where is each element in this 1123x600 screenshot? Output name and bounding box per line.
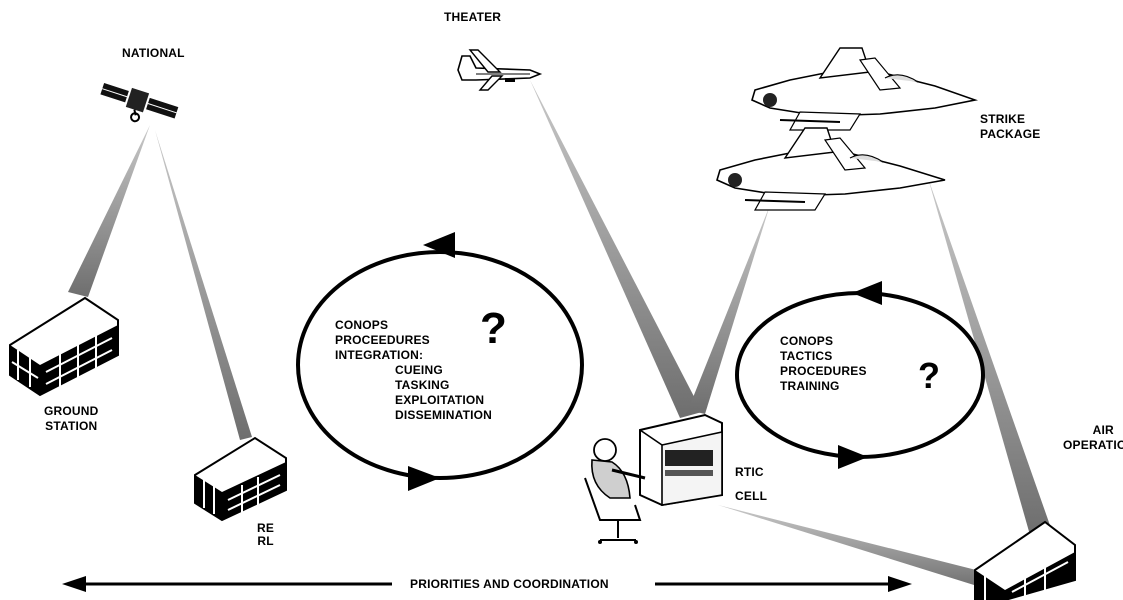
label-air-operations: AIR OPERATIONS xyxy=(1063,423,1123,453)
beams xyxy=(68,80,1052,590)
label-priorities: PRIORITIES AND COORDINATION xyxy=(410,577,609,591)
air-operations-building-icon xyxy=(974,520,1076,600)
left-cycle-sub-cueing: CUEING xyxy=(395,363,443,377)
label-national: NATIONAL xyxy=(122,46,185,60)
label-rtic-line-2: CELL xyxy=(735,489,768,503)
left-cycle-item-conops: CONOPS xyxy=(335,318,389,332)
label-ground-station: GROUND STATION xyxy=(44,404,99,434)
label-ground-line-2: STATION xyxy=(45,419,98,433)
left-cycle-sub-tasking: TASKING xyxy=(395,378,450,392)
priorities-arrow-right-head xyxy=(888,576,912,592)
right-cycle-item-procedures: PROCEDURES xyxy=(780,364,867,378)
left-cycle-sub-exploitation: EXPLOITATION xyxy=(395,393,485,407)
label-strike-line-1: STRIKE xyxy=(980,112,1026,126)
label-rtic-cell: RTIC CELL xyxy=(735,460,767,508)
beam-satellite-to-rerl xyxy=(155,130,252,440)
left-cycle-sub-dissemination: DISSEMINATION xyxy=(395,408,493,422)
label-air-line-1: AIR xyxy=(1092,423,1114,437)
rtic-workstation-icon xyxy=(584,413,723,544)
beam-theater-to-rtic xyxy=(530,80,702,418)
strike-fighter-lower-icon xyxy=(716,127,946,211)
label-strike-line-2: PACKAGE xyxy=(980,127,1041,141)
priorities-arrow xyxy=(62,576,912,592)
left-cycle-arrow-bottom xyxy=(408,466,440,491)
right-cycle-item-tactics: TACTICS xyxy=(780,349,833,363)
left-cycle-question-mark: ? xyxy=(480,304,507,353)
label-theater: THEATER xyxy=(444,10,502,24)
left-cycle-subitems: CUEING TASKING EXPLOITATION DISSEMINATIO… xyxy=(335,363,492,423)
label-rtic-line-1: RTIC xyxy=(735,465,764,479)
satellite-icon xyxy=(100,82,179,123)
right-cycle xyxy=(735,281,985,469)
label-strike-package: STRIKE PACKAGE xyxy=(980,112,1041,142)
label-rerl-line-2: RL xyxy=(257,534,274,548)
right-cycle-arrow-top xyxy=(852,281,882,305)
left-cycle-text: CONOPS PROCEEDURES INTEGRATION: CUEING T… xyxy=(335,318,492,423)
theater-aircraft-icon xyxy=(457,49,543,91)
right-cycle-item-training: TRAINING xyxy=(780,379,840,393)
label-rerl: RE RL xyxy=(257,522,274,548)
priorities-arrow-left-head xyxy=(62,576,86,592)
label-rerl-line-1: RE xyxy=(257,521,275,535)
label-ground-line-1: GROUND xyxy=(44,404,99,418)
ground-station-building-icon xyxy=(9,296,119,397)
right-cycle-item-conops: CONOPS xyxy=(780,334,834,348)
left-cycle-item-proceedures: PROCEEDURES xyxy=(335,333,430,347)
right-cycle-arrow-bottom xyxy=(838,445,868,469)
label-air-line-2: OPERATIONS xyxy=(1063,438,1123,452)
rerl-building-icon xyxy=(194,436,287,522)
left-cycle-item-integration: INTEGRATION: xyxy=(335,348,424,362)
right-cycle-text: CONOPS TACTICS PROCEDURES TRAINING xyxy=(780,334,867,394)
beam-strike-to-air-ops xyxy=(928,178,1052,535)
beam-strike-to-rtic xyxy=(688,205,770,414)
beam-rtic-to-air-ops xyxy=(718,505,992,590)
strike-fighter-upper-icon xyxy=(751,47,979,131)
right-cycle-question-mark: ? xyxy=(918,355,940,396)
beam-satellite-to-ground-station xyxy=(68,125,150,297)
left-cycle xyxy=(296,232,584,491)
left-cycle-arrow-top xyxy=(423,232,455,258)
